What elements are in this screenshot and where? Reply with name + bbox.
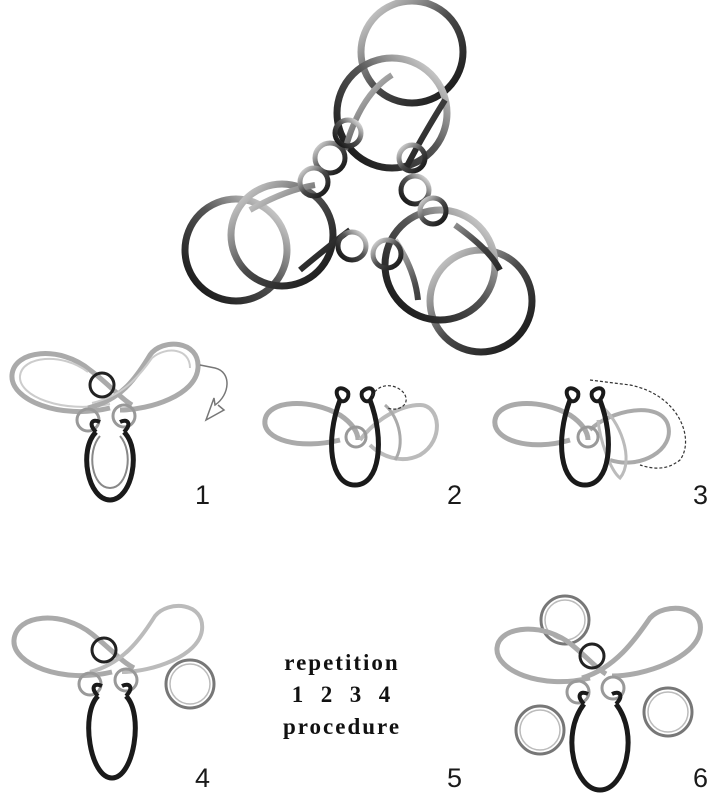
wire-light-left — [492, 401, 591, 448]
caption-line-procedure: procedure — [282, 714, 402, 739]
ring-top — [539, 594, 591, 646]
small-ring-7 — [335, 229, 369, 263]
wire-dark-hooks — [577, 690, 623, 706]
small-ring — [344, 425, 368, 449]
wire-dark-hooks — [91, 682, 133, 698]
loose-ring — [164, 658, 216, 710]
small-ring — [88, 371, 116, 399]
dashed-arrow — [589, 379, 687, 469]
step-6-illustration — [494, 594, 703, 793]
procedure-caption: repetition 1 2 3 4 procedure — [262, 647, 422, 743]
ring-left — [514, 704, 566, 756]
wire-light-left-2 — [18, 358, 111, 408]
wire-dark-hooks — [564, 386, 606, 404]
wire-dark-loop — [86, 694, 138, 781]
assembled-puzzle-render — [181, 0, 536, 356]
wire-light-right-2 — [596, 403, 628, 481]
small-ring-2 — [332, 117, 364, 149]
ring-left-inner — [519, 709, 561, 751]
wire-light-left — [11, 615, 136, 678]
ring-right — [642, 686, 694, 738]
loop-right — [381, 206, 499, 324]
wire-light-right-2 — [91, 349, 191, 404]
wire-dark-loop — [329, 399, 381, 488]
small-ring-light-r — [600, 675, 626, 701]
step-4-illustration — [11, 603, 216, 781]
step-2-illustration — [262, 385, 439, 488]
step-number-1: 1 — [195, 480, 211, 510]
small-ring — [90, 636, 118, 664]
small-ring-3 — [396, 142, 428, 174]
small-ring-1 — [312, 140, 348, 176]
step-3-illustration — [492, 379, 687, 488]
step-number-2: 2 — [447, 480, 463, 510]
step-number-5: 5 — [447, 763, 463, 793]
step-number-3: 3 — [693, 480, 709, 510]
hook-top-inner — [342, 72, 448, 172]
small-ring-light-r — [113, 667, 139, 693]
wire-dark-hooks — [334, 386, 376, 404]
wire-light-left — [262, 401, 361, 447]
wire-light-right — [588, 408, 671, 465]
step-number-4: 4 — [195, 763, 211, 793]
wire-dark-loop — [559, 399, 611, 488]
wire-light-right — [89, 603, 205, 674]
wire-dark-loop-hooks — [89, 418, 131, 434]
small-ring-6 — [297, 165, 331, 199]
step-1-illustration — [9, 341, 228, 503]
loop-top — [333, 54, 451, 172]
dashed-arrow — [371, 385, 407, 410]
rotate-arrow — [199, 364, 228, 422]
small-ring-4 — [398, 173, 432, 207]
small-ring-light-r — [111, 403, 137, 429]
wire-light-right — [581, 605, 703, 681]
small-ring-8 — [370, 237, 404, 271]
small-ring-light-l — [565, 679, 591, 705]
small-ring — [576, 425, 600, 449]
wire-dark-loop — [84, 430, 136, 503]
step-number-6: 6 — [693, 763, 709, 793]
loop-left — [227, 180, 337, 290]
wire-light-left — [494, 626, 608, 684]
big-ring-top — [357, 0, 467, 107]
wire-light-left — [9, 351, 134, 414]
ring-right-inner — [647, 691, 689, 733]
small-ring — [578, 642, 606, 670]
big-ring-left — [181, 195, 291, 305]
caption-line-steps: 1 2 3 4 — [291, 682, 393, 707]
wire-dark-loop — [569, 702, 631, 793]
wire-light-loop — [91, 435, 129, 490]
caption-line-repetition: repetition — [284, 650, 400, 675]
loose-ring-inner — [169, 663, 211, 705]
wire-light-right-2 — [383, 403, 402, 461]
small-ring-5 — [417, 195, 449, 227]
